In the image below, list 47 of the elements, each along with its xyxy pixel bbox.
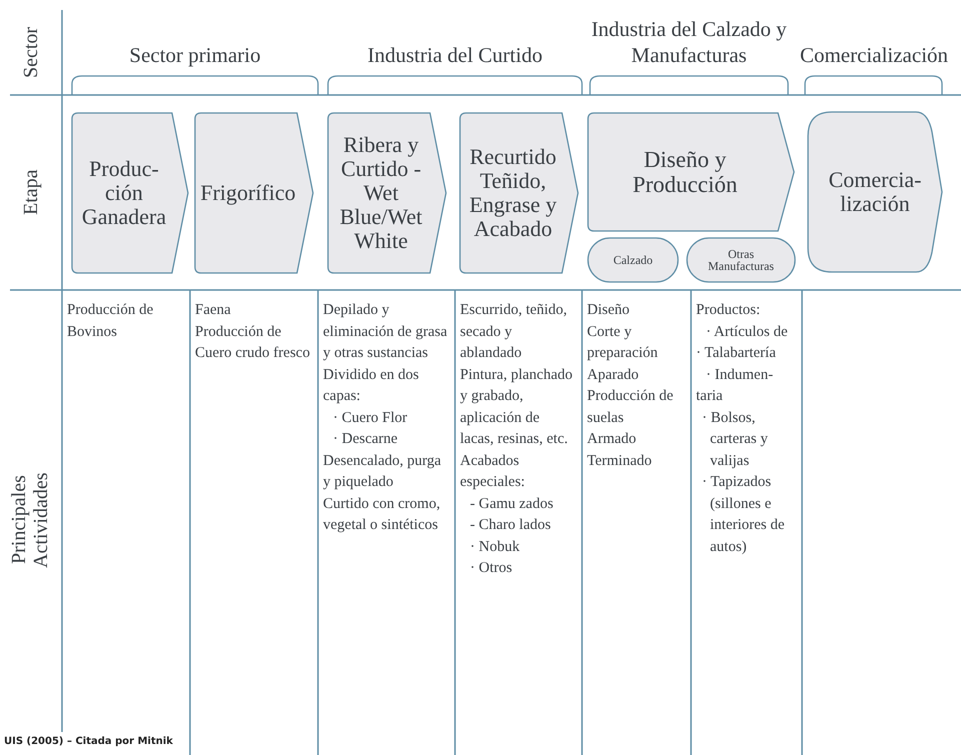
activity-text: · Cuero Flor [332,408,408,428]
stage-pentagon [195,113,313,273]
stage-label: Frigorífico [199,181,297,205]
activity-text: · Nobuk [469,538,521,556]
row-header: Sector [20,26,43,80]
activity-text: Escurrido, teñido, secado y ablandado [460,301,568,363]
stage-pentagon [588,113,794,231]
product-pill [687,238,795,282]
product-label: Otras Manufacturas [707,248,775,272]
stage-pentagon [72,113,188,273]
activity-text: Producción de Cuero crudo fresco [195,322,311,363]
stage-pentagon [460,113,578,273]
activity-text: Producción de suelas [587,387,674,428]
source-caption: UIS (2005) – Citada por Mitnik [4,736,173,747]
stage-label: Produc- ción Ganadera [80,157,168,229]
activity-text: Producción de Bovinos [67,301,154,342]
stage-pentagon [328,113,446,273]
activity-text: · Artículos de · Talabartería [696,322,789,363]
activity-text: Aparado [587,366,640,384]
product-label: Calzado [612,254,654,266]
activity-text: Dividido en dos capas: [323,366,420,406]
activity-text: Depilado y eliminación de grasa y otras sustancias [323,301,448,363]
activity-text: Corte y preparación [587,322,659,363]
activity-text: Curtido con cromo, vegetal o sintéticos [323,494,442,535]
product-pill [588,238,678,282]
stage-label: Diseño y Producción [632,146,738,198]
activity-text: Diseño [587,301,630,320]
stage-label: Recurtido Teñido, Engrase y Acabado [468,145,558,241]
activity-text: · Descarne [332,430,399,449]
stage-pentagon [808,112,942,272]
activity-text: · Bolsos, carteras y valijas [701,408,769,470]
stage-label: Comercia- lización [828,168,922,216]
activity-text: Armado [587,430,638,449]
row-header: Principales Actividades [8,471,53,570]
activity-text: Productos: [696,301,762,320]
activity-text: Faena [195,301,232,320]
activity-text: Desencalado, purga y piquelado [323,452,442,492]
activity-text: Pintura, planchado y grabado, aplicación de lacas, resinas, etc. [460,366,574,449]
activity-text: Terminado [587,452,653,470]
activity-text: · Tapizados (sillones e interiores de autos) [701,473,786,556]
activity-text: · Indumen- taria [696,366,774,406]
stage-label: Ribera y Curtido - Wet Blue/Wet White [338,133,424,253]
row-header: Etapa [20,168,43,218]
activity-text: - Charo lados [469,516,552,535]
activity-text: Acabados especiales: [460,452,526,492]
activity-text: - Gamu zados [469,494,554,514]
activity-text: · Otros [469,559,514,578]
